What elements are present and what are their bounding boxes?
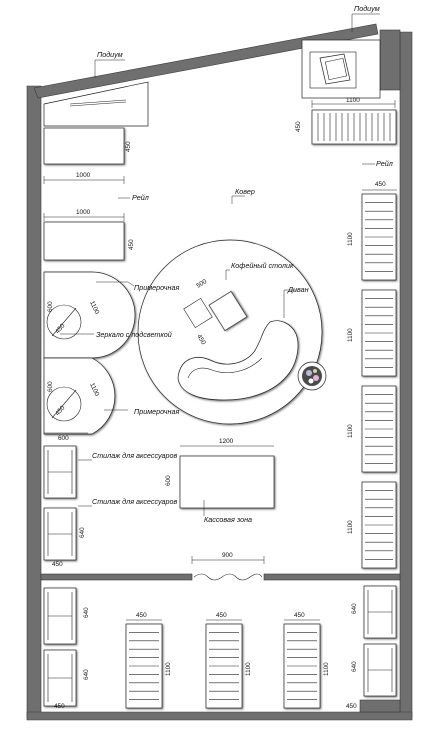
label-podium-left: Подиум: [97, 50, 123, 59]
partition-left: [40, 573, 193, 581]
wall-bottom: [26, 711, 413, 721]
dim-500: 500: [195, 278, 208, 290]
label-coffee-table: Кофейный столик: [231, 261, 294, 270]
dim-450-g2: 450: [216, 612, 227, 619]
podium-left: [43, 59, 149, 127]
lower-right-rack-1: [363, 585, 397, 639]
dim-900: [191, 556, 265, 564]
sofa: [177, 289, 299, 401]
podium-right-cube: [324, 57, 348, 81]
dim-900-text: 900: [222, 552, 233, 559]
dim-450-g3: 450: [294, 612, 305, 619]
label-sofa: Диван: [287, 285, 309, 294]
dim-600-c-text: 600: [58, 435, 69, 442]
rail-left-1: [43, 127, 125, 165]
partition-right: [263, 573, 401, 581]
dim-1100-r2: 1100: [347, 328, 354, 342]
dim-1100-g3: 1100: [323, 662, 330, 676]
wall-left: [26, 85, 42, 719]
dim-1100-r3: 1100: [347, 424, 354, 438]
plant: [297, 361, 327, 391]
wall-right: [399, 31, 413, 719]
fitting-room-2: [43, 357, 128, 435]
dim-1000-b-text: 1000: [76, 209, 91, 216]
dim-450-shelf: 450: [52, 561, 63, 568]
dim-450-low: 450: [54, 703, 65, 710]
label-fitting-top: Примерочная: [134, 283, 179, 292]
label-shelf-2: Стилаж для аксессуаров: [92, 497, 178, 506]
lower-left-shelf-1: [43, 587, 77, 645]
label-rail-left: Рейл: [132, 193, 149, 202]
dim-1000-a-text: 1000: [76, 172, 91, 179]
checkout: [179, 445, 275, 516]
dim-450-topleft: 450: [125, 141, 132, 152]
dim-1100-r4: 1100: [347, 520, 354, 534]
wall-top-slanted: [33, 23, 379, 99]
dim-450-topright: 450: [295, 121, 302, 132]
dim-1100-r1: 1100: [347, 232, 354, 246]
dim-1200: 1200: [219, 438, 234, 445]
dim-1100-g1: 1100: [165, 662, 172, 676]
dim-640-rl1: 640: [351, 603, 358, 614]
dim-450-rl: 450: [346, 703, 357, 710]
label-shelf-1: Стилаж для аксессуаров: [92, 451, 178, 460]
dim-1000-b: [43, 213, 125, 221]
lower-right-rack-2: [363, 643, 397, 697]
shelf-1: [43, 445, 92, 499]
walls: [26, 23, 413, 721]
rail-left-2: [43, 221, 125, 261]
label-mirror-text: Зеркало с подсветкой: [96, 330, 172, 339]
label-carpet: Ковер: [235, 187, 255, 196]
label-podium-right: Подиум: [354, 4, 380, 13]
dim-1000-a: [43, 176, 125, 184]
podium-right-inner: [309, 51, 357, 89]
label-mirror: Зеркало с подсветкой: [96, 330, 172, 339]
dim-600-cash: 600: [165, 475, 172, 486]
dim-640-shelf: 640: [79, 527, 86, 538]
dim-450-leftrail: 450: [128, 239, 135, 250]
dim-600-b: 600: [47, 381, 54, 392]
label-fitting-bottom: Примерочная: [134, 407, 179, 416]
shelf-2: [43, 505, 92, 561]
dim-640-low1: 640: [83, 607, 90, 618]
dim-1100-top: 1100: [346, 97, 360, 104]
partition-opening: [193, 573, 263, 581]
dim-1100-g2: 1100: [245, 662, 252, 676]
label-rail-right: Рейл: [376, 159, 393, 168]
dim-top-rail-right: [311, 100, 396, 108]
column-top-right: [379, 29, 401, 91]
label-checkout: Кассовая зона: [204, 515, 252, 524]
dim-450-table: 450: [195, 333, 207, 346]
dim-640-rl2: 640: [351, 661, 358, 672]
window-bottom-right: [359, 699, 401, 713]
fitting-room-1: [43, 271, 136, 359]
dim-640-low2: 640: [83, 669, 90, 680]
podium-right: [301, 13, 381, 99]
coffee-table: [183, 269, 248, 332]
dim-450-rightcol: 450: [375, 181, 386, 188]
dim-600-a: 600: [47, 301, 54, 312]
lower-left-shelf-2: [43, 649, 77, 707]
dim-450-g1: 450: [136, 612, 147, 619]
